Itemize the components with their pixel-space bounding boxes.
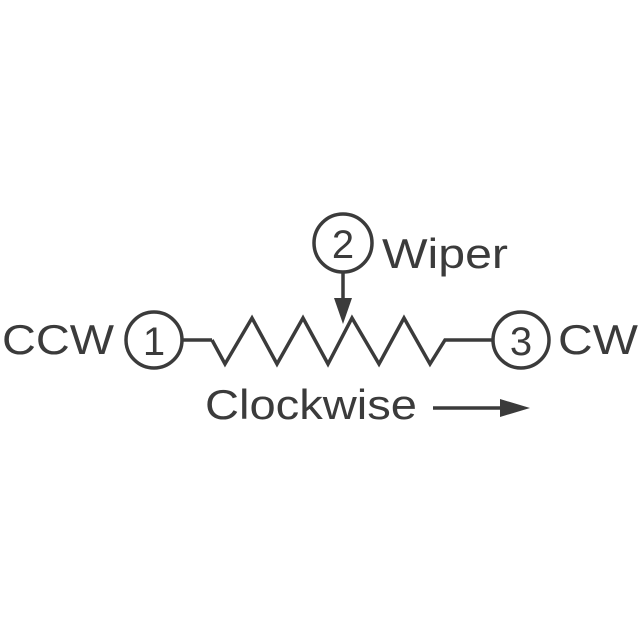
terminal-3-number: 3 <box>510 320 532 364</box>
wiper-arrowhead <box>334 298 352 324</box>
clockwise-label: Clockwise <box>205 381 417 428</box>
ccw-label: CCW <box>2 316 114 363</box>
terminal-2-number: 2 <box>332 223 354 267</box>
terminal-1-number: 1 <box>143 320 165 364</box>
cw-label: CW <box>558 316 638 363</box>
resistor-zigzag <box>210 314 493 368</box>
clockwise-arrowhead <box>500 399 530 417</box>
wiper-label: Wiper <box>382 230 508 277</box>
